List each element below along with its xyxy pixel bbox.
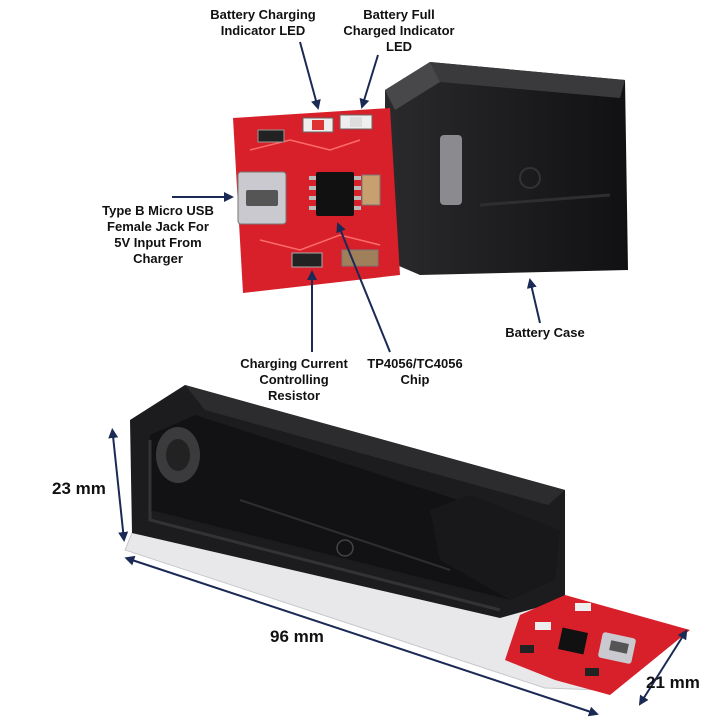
dimension-width-label: 21 mm (646, 673, 700, 692)
label-line: Charged Indicator (343, 23, 455, 38)
label-line: LED (386, 39, 412, 54)
label-line: Charging Current (240, 356, 348, 371)
label-line: Female Jack For (107, 219, 209, 234)
label-line: Type B Micro USB (102, 203, 214, 218)
label-line: 5V Input From (114, 235, 202, 250)
label-chip: TP4056/TC4056 Chip (356, 356, 474, 388)
label-line: TP4056/TC4056 (367, 356, 463, 371)
label-full-led: Battery Full Charged Indicator LED (334, 7, 464, 55)
label-line: Battery Charging (210, 7, 316, 22)
label-line: Chip (400, 372, 430, 387)
label-usb-jack: Type B Micro USB Female Jack For 5V Inpu… (88, 203, 228, 267)
label-resistor: Charging Current Controlling Resistor (228, 356, 360, 404)
dimension-length-label: 96 mm (270, 627, 324, 646)
width-dimension-arrow (638, 629, 688, 706)
battery-spring-contact (440, 135, 462, 205)
label-line: Charger (133, 251, 183, 266)
dimension-height-label: 23 mm (52, 479, 106, 498)
label-line: Controlling (259, 372, 329, 387)
dimension-arrows (108, 428, 688, 717)
charging-resistor (291, 252, 323, 268)
battery-case-closeup (385, 62, 628, 275)
label-battery-case: Battery Case (492, 325, 598, 341)
label-charging-led: Battery Charging Indicator LED (198, 7, 328, 39)
tp4056-chip (316, 172, 354, 216)
callout-arrows (172, 41, 541, 353)
length-dimension-arrow (124, 555, 599, 717)
label-line: Resistor (267, 388, 321, 403)
label-line: Indicator LED (220, 23, 306, 38)
label-line: Battery Case (505, 325, 585, 340)
height-dimension-arrow (108, 428, 129, 542)
label-line: Battery Full (363, 7, 435, 22)
pcb-closeup (233, 108, 400, 293)
